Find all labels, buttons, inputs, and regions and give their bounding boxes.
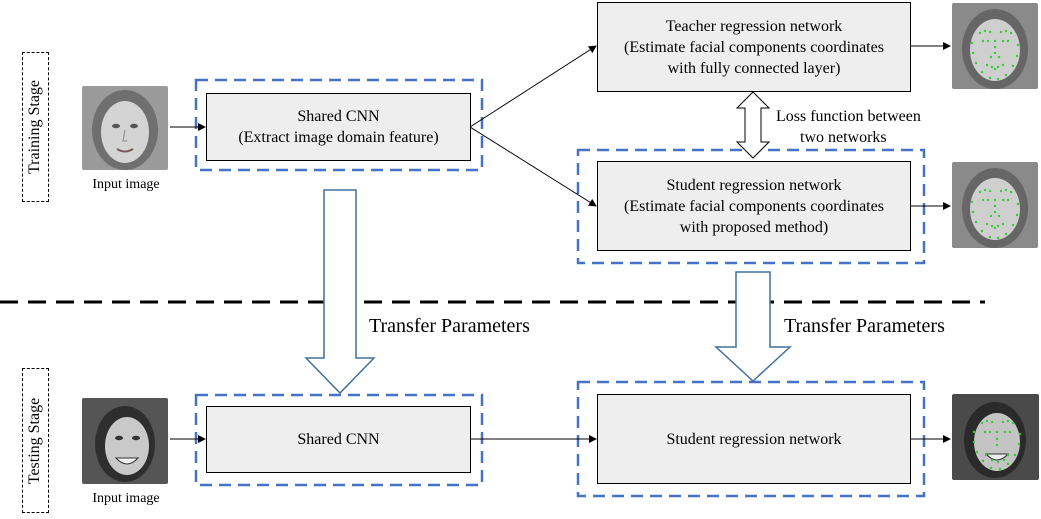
loss-line-2: two networks — [800, 129, 887, 146]
teacher-title: Teacher regression network — [665, 17, 843, 35]
teacher-desc-1: (Estimate facial components coordinates — [624, 38, 884, 56]
loss-function-label: Loss function between two networks — [776, 106, 921, 148]
testing-stage-label: Testing Stage — [22, 368, 49, 513]
input-face-testing — [82, 398, 168, 484]
output-face-teacher — [952, 3, 1038, 89]
arrow-cnn-to-student — [469, 126, 597, 207]
shared-cnn-train-desc: (Extract image domain feature) — [238, 129, 439, 146]
loss-line-1: Loss function between — [776, 108, 921, 125]
student-regression-test-box: Student regression network — [597, 394, 911, 484]
shared-cnn-train-box: Shared CNN (Extract image domain feature… — [206, 93, 471, 161]
student-test-title: Student regression network — [666, 430, 842, 448]
input-caption-testing: Input image — [92, 491, 160, 506]
output-face-student-test — [952, 394, 1039, 480]
input-caption-training: Input image — [92, 177, 160, 192]
training-stage-label: Training Stage — [22, 52, 49, 202]
arrow-cnn-to-teacher — [469, 45, 597, 128]
shared-cnn-test-frame — [194, 393, 484, 487]
student-train-title: Student regression network — [666, 176, 842, 194]
shared-cnn-train-title: Shared CNN — [297, 108, 380, 125]
transfer-parameters-right: Transfer Parameters — [784, 315, 945, 337]
shared-cnn-test-title: Shared CNN — [297, 431, 380, 448]
student-regression-train-box: Student regression network (Estimate fac… — [597, 161, 911, 251]
output-face-student-train — [952, 162, 1038, 248]
transfer-arrow-left — [304, 189, 376, 395]
transfer-parameters-left: Transfer Parameters — [369, 315, 530, 337]
transfer-arrow-right — [714, 271, 792, 383]
shared-cnn-train-frame — [194, 78, 484, 172]
teacher-regression-box: Teacher regression network (Estimate fac… — [597, 2, 911, 92]
student-train-desc-1: (Estimate facial components coordinates — [624, 197, 884, 215]
teacher-desc-2: with fully connected layer) — [667, 59, 841, 77]
input-face-training — [82, 86, 168, 170]
student-train-desc-2: with proposed method) — [679, 218, 829, 236]
loss-double-arrow — [735, 91, 771, 159]
shared-cnn-test-box: Shared CNN — [206, 406, 471, 473]
